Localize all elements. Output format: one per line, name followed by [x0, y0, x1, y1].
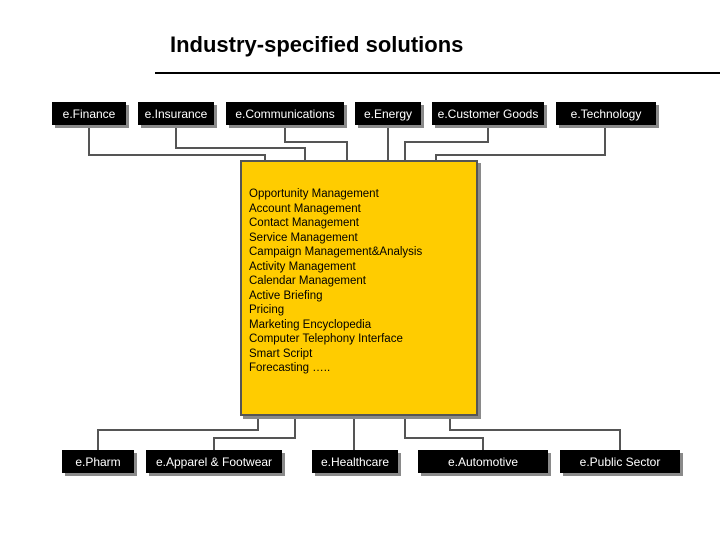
connector-insurance	[175, 125, 306, 160]
title-underline	[155, 72, 720, 74]
box-e-pharm: e.Pharm	[62, 450, 134, 473]
list-item: Activity Management	[249, 260, 356, 273]
connector-customer-goods	[404, 125, 489, 160]
list-item: Active Briefing	[249, 289, 323, 302]
box-e-healthcare: e.Healthcare	[312, 450, 398, 473]
box-label: e.Pharm	[75, 454, 121, 469]
box-label: e.Customer Goods	[437, 106, 539, 121]
box-label: e.Energy	[363, 106, 413, 121]
list-item: Computer Telephony Interface	[249, 333, 403, 345]
box-label: e.Apparel & Footwear	[155, 454, 273, 469]
connector-communications	[284, 125, 348, 160]
box-e-technology: e.Technology	[556, 102, 656, 125]
box-e-finance: e.Finance	[52, 102, 126, 125]
box-label: e.Finance	[62, 106, 116, 121]
box-e-public-sector: e.Public Sector	[560, 450, 680, 473]
box-e-communications: e.Communications	[226, 102, 344, 125]
list-item: Calendar Management	[249, 275, 366, 287]
box-e-automotive: e.Automotive	[418, 450, 548, 473]
list-item: Opportunity Management	[249, 188, 379, 200]
list-item: Forecasting …..	[249, 362, 331, 374]
page-title: Industry-specified solutions	[170, 32, 464, 57]
connector-automotive	[404, 412, 484, 450]
connector-pharm	[97, 412, 259, 450]
box-label: e.Public Sector	[579, 454, 661, 469]
box-e-energy: e.Energy	[355, 102, 421, 125]
box-label: e.Technology	[570, 106, 642, 121]
connector-public-sector	[449, 412, 621, 450]
core-modules-list: Opportunity Management Account Managemen…	[242, 162, 476, 376]
core-modules-box: Opportunity Management Account Managemen…	[240, 160, 478, 416]
box-label: e.Healthcare	[320, 454, 390, 469]
connector-technology	[435, 125, 606, 160]
box-e-customer-goods: e.Customer Goods	[432, 102, 544, 125]
connector-finance	[88, 125, 266, 160]
box-e-insurance: e.Insurance	[138, 102, 214, 125]
box-label: e.Automotive	[447, 454, 519, 469]
list-item: Service Management	[249, 231, 358, 244]
list-item: Contact Management	[249, 217, 359, 229]
connector-apparel	[213, 412, 296, 450]
list-item: Account Management	[249, 202, 361, 215]
list-item: Pricing	[249, 304, 285, 316]
box-e-apparel-footwear: e.Apparel & Footwear	[146, 450, 282, 473]
box-label: e.Communications	[235, 106, 335, 121]
list-item: Smart Script	[249, 347, 313, 360]
list-item: Campaign Management&Analysis	[249, 246, 423, 258]
list-item: Marketing Encyclopedia	[249, 318, 372, 331]
box-label: e.Insurance	[144, 106, 208, 121]
